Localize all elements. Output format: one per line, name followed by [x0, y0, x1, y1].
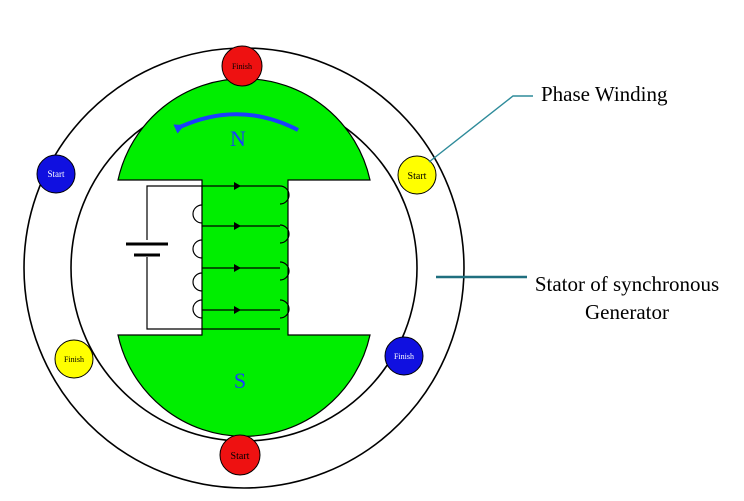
phase-winding-label: Phase Winding	[541, 82, 668, 106]
battery-icon	[126, 242, 168, 257]
terminal-upper-right: Start	[397, 155, 437, 195]
coil-left	[192, 204, 203, 319]
coil-right	[279, 185, 290, 319]
terminal-bottom-label: Start	[231, 451, 250, 462]
phase-winding-leader-line	[428, 95, 533, 163]
stator-label-line-2: Generator	[585, 300, 669, 324]
terminal-lower-right: Finish	[384, 336, 424, 376]
conductor-arrowheads	[234, 182, 241, 314]
terminal-top: Finish	[221, 45, 263, 87]
terminal-lower-left: Finish	[54, 339, 94, 379]
terminal-top-label: Finish	[232, 62, 252, 71]
stator-label-line-1: Stator of synchronous	[534, 272, 720, 296]
south-pole-label: S	[234, 368, 246, 393]
terminal-bottom: Start	[219, 434, 261, 476]
terminal-upper-left: Start	[36, 154, 76, 194]
north-pole-label: N	[230, 126, 246, 151]
terminal-upper-left-label: Start	[48, 169, 65, 179]
rotation-arrow	[173, 112, 299, 134]
terminal-upper-right-label: Start	[408, 171, 427, 182]
terminal-lower-right-label: Finish	[394, 352, 414, 361]
stator-label: Stator of synchronous Generator	[512, 270, 742, 326]
terminal-lower-left-label: Finish	[64, 355, 84, 364]
rotor-body	[117, 78, 371, 437]
